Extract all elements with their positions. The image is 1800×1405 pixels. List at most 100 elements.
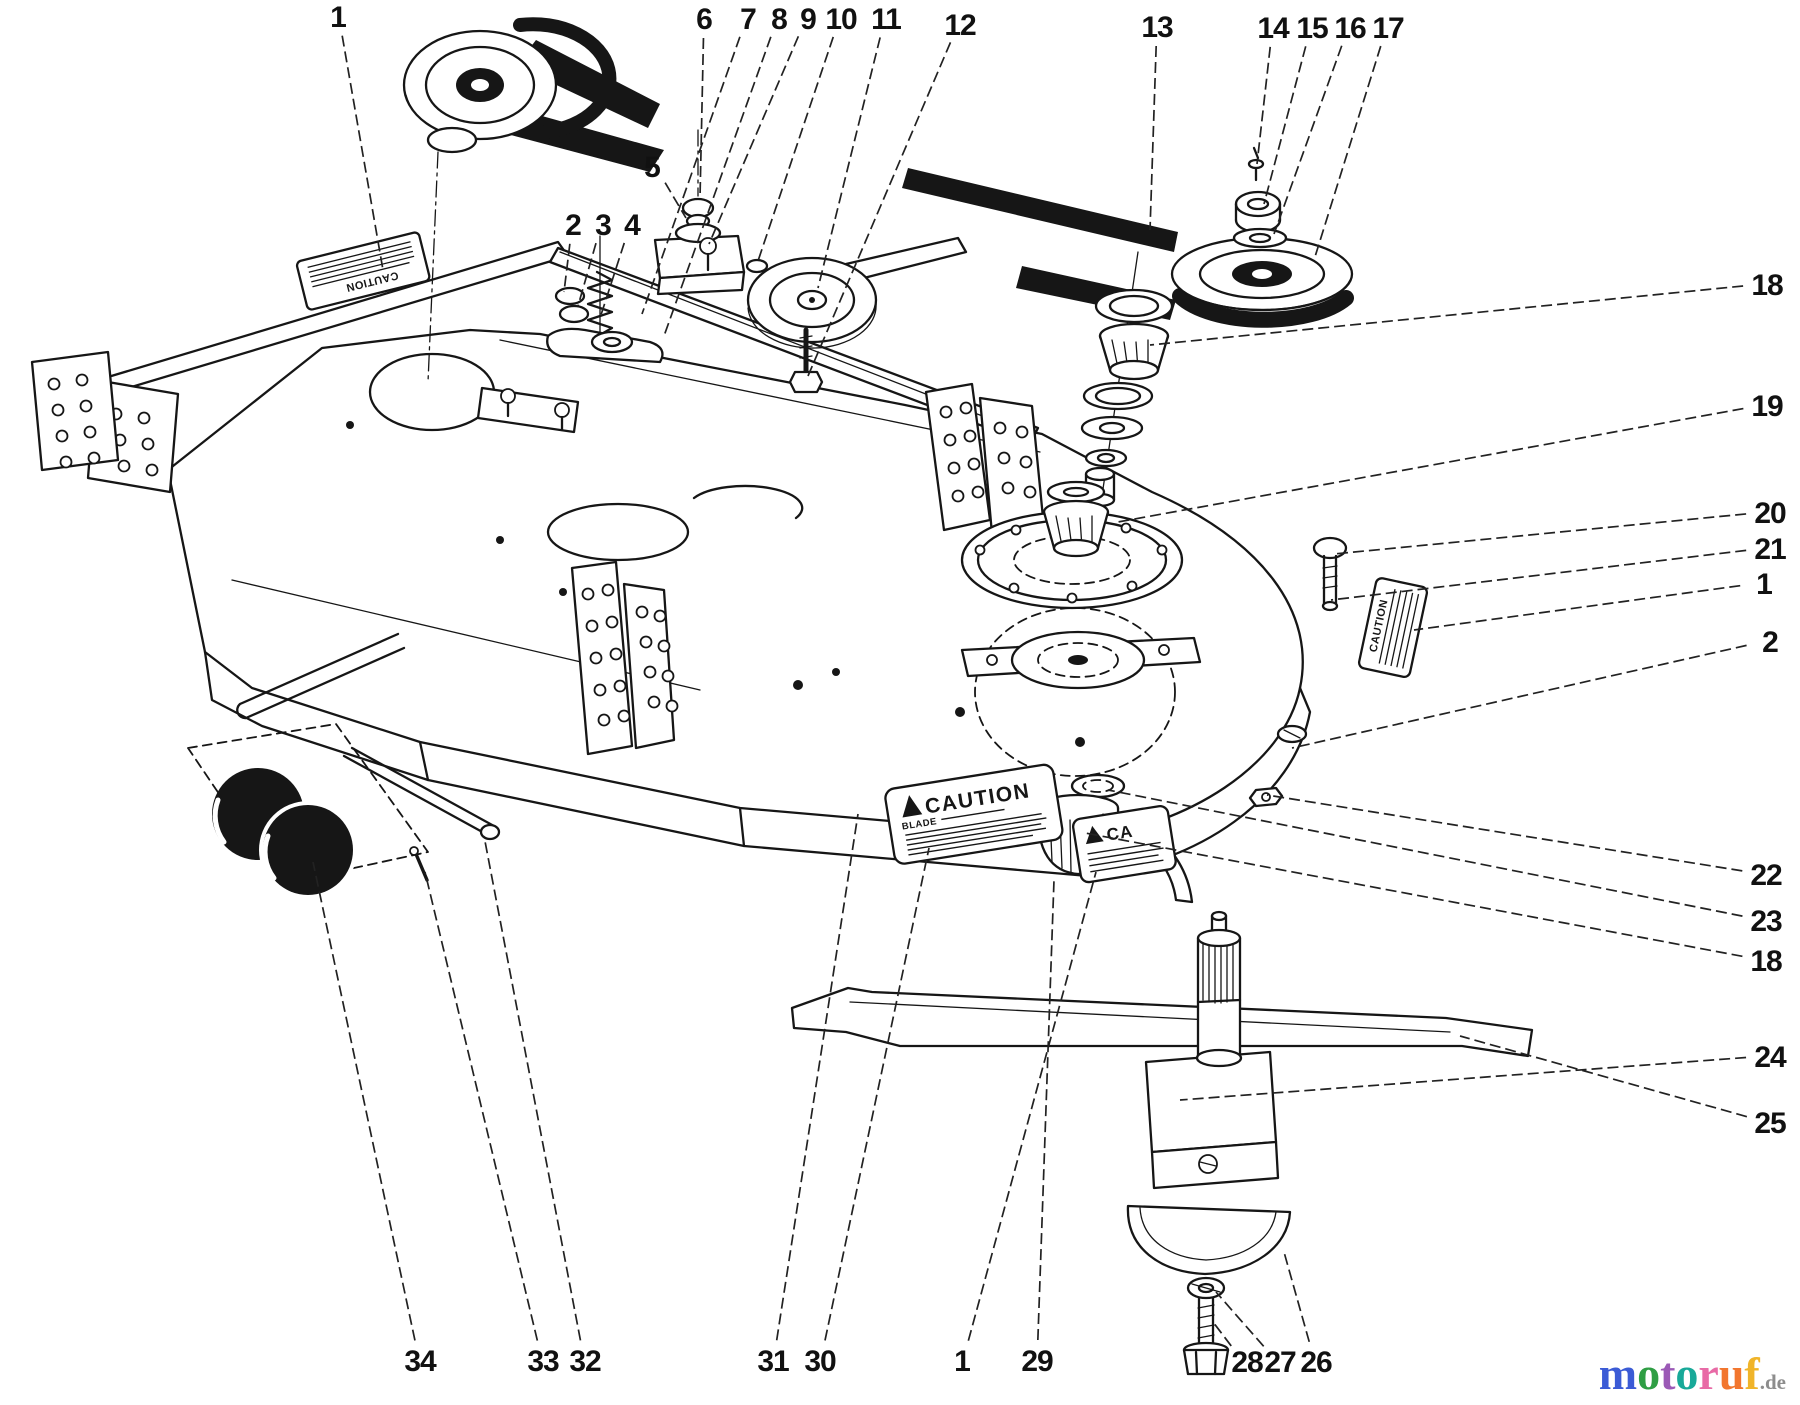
left-pulley-assembly [402,17,664,383]
callout-1: 1 [954,1345,970,1378]
leader-line-23 [1107,789,1743,917]
callout-31: 31 [757,1345,789,1378]
idler-assembly [546,129,968,394]
leader-line-24 [1179,1056,1747,1101]
leader-line-4 [599,242,626,319]
leader-line-1 [341,35,384,271]
lower-spindle-assembly [790,910,1534,1376]
center-brackets [570,560,679,756]
callout-28: 28 [1231,1346,1263,1379]
idler-washer [554,286,586,306]
leader-line-28 [1212,1321,1232,1347]
callout-18: 18 [1751,269,1783,302]
leader-line-2 [563,243,571,293]
leader-line-19 [1117,407,1744,523]
right-brackets [924,382,1046,536]
leader-line-3 [577,242,597,307]
decal-caution-side: CAUTION [1357,577,1429,679]
leader-line-34 [312,861,416,1341]
callout-5: 5 [644,151,660,184]
leader-line-13 [1149,45,1158,231]
flat-washer [745,258,769,274]
motoruf-logo-letters: motoruf [1598,1348,1760,1399]
callout-29: 29 [1021,1345,1053,1378]
leader-line-26 [1283,1251,1311,1343]
leader-line-18 [1084,832,1743,958]
leader-line-12 [807,42,952,377]
callout-26: 26 [1300,1346,1332,1379]
roller-ball [263,805,353,895]
grease-fitting [1247,158,1265,170]
splined-shaft [1196,936,1242,1060]
leader-line-32 [483,835,582,1341]
bearing-stack [1080,251,1174,605]
deck-opening-left [368,352,496,432]
callout-13: 13 [1141,11,1173,44]
leader-line-33 [424,871,539,1341]
motoruf-logo-suffix: .de [1759,1370,1786,1394]
leader-line-7 [641,36,741,315]
callout-33: 33 [527,1345,559,1378]
leader-line-20 [1333,513,1747,555]
leader-line-22 [1266,794,1743,872]
motoruf-logo[interactable]: motoruf.de [1599,1351,1786,1397]
callout-11: 11 [871,3,901,36]
decal-caution-blade: CAUTION BLADE [884,763,1064,865]
spindle-housing [1144,1050,1278,1154]
belt-upper-arm [516,40,660,128]
leader-line-1 [967,871,1097,1341]
callout-1: 1 [330,1,346,34]
callout-16: 16 [1334,12,1366,45]
leader-line-18 [1149,285,1744,346]
cotter-pin [414,852,429,882]
leader-line-5 [664,182,687,219]
decal-top-left: CAUTION [295,231,431,311]
bolt-head [699,237,717,255]
right-pulley-assembly [902,146,1354,328]
idler-washer [558,304,590,324]
leader-line-1 [1413,584,1741,631]
callout-32: 32 [569,1345,601,1378]
bolt-hex-head [788,370,824,394]
leader-line-10 [756,36,835,265]
spindle-mount-flange [960,480,1348,612]
callout-21: 21 [1754,533,1786,566]
callout-27: 27 [1264,1346,1296,1379]
callout-9: 9 [800,3,816,36]
callout-18: 18 [1750,945,1782,978]
callout-12: 12 [944,9,976,42]
callout-7: 7 [740,3,756,36]
decal-caution-partial: CA [1072,804,1177,884]
callout-1: 1 [1756,568,1772,601]
flange-bolt-head [1312,536,1348,560]
swept-circle [974,607,1176,777]
callout-14: 14 [1257,12,1290,45]
callout-4: 4 [624,209,641,242]
leader-line-14 [1256,46,1272,165]
callout-10: 10 [825,3,857,36]
leader-line-9 [708,35,800,245]
callout-2: 2 [565,209,581,242]
callout-23: 23 [1750,905,1782,938]
leader-line-29 [1037,879,1055,1341]
deck-skirt [203,650,1312,878]
callout-34: 34 [404,1345,437,1378]
splined-bushing [1070,773,1126,799]
callout-6: 6 [696,3,712,36]
leader-line-17 [1313,45,1382,261]
roller-group [187,632,501,899]
leader-line-31 [775,813,859,1341]
callout-25: 25 [1754,1107,1786,1140]
belt-arm-upper [902,168,1178,252]
left-hanger-brackets [30,350,180,494]
leader-line-16 [1273,45,1343,235]
callout-8: 8 [771,3,787,36]
leader-line-2 [1291,644,1747,749]
leader-line-25 [1459,1035,1748,1118]
rod-end [479,823,501,841]
leader-line-15 [1263,46,1307,205]
deck-opening-right [692,484,804,520]
decal-subtitle: BLADE [901,816,938,832]
